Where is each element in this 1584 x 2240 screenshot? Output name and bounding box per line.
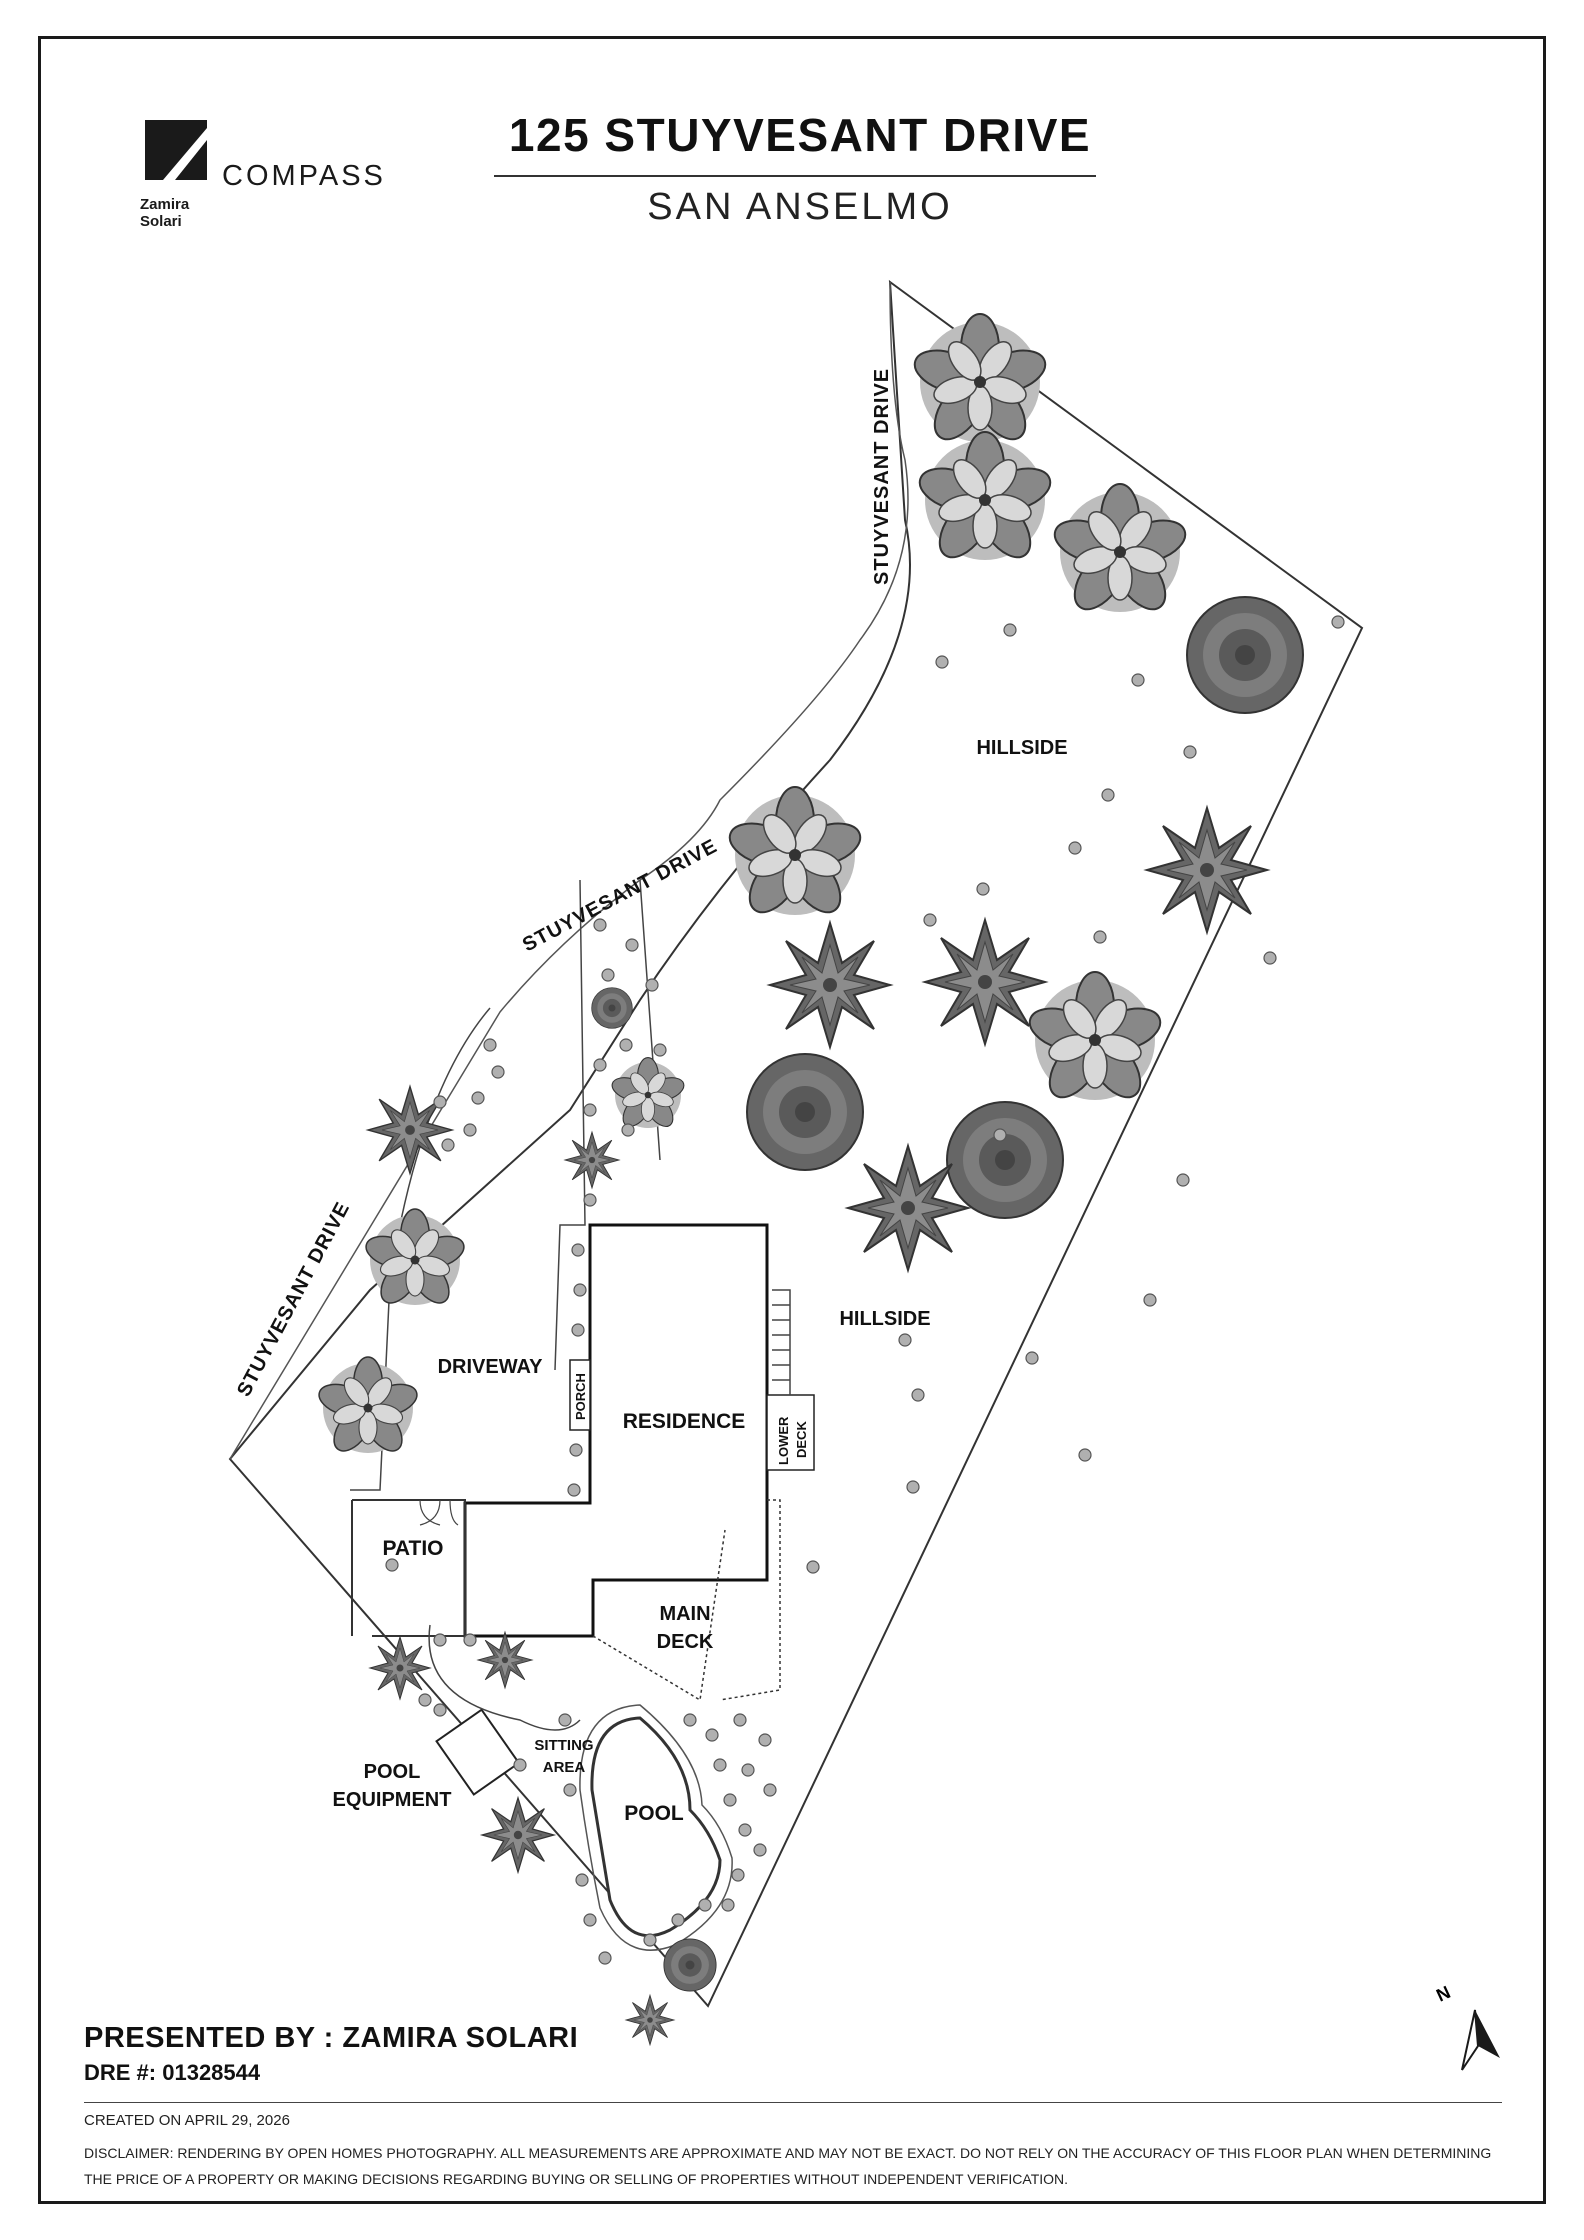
pool-coping <box>579 1704 733 1951</box>
brand-name: COMPASS <box>222 160 386 192</box>
north-label: N <box>1433 1982 1453 2006</box>
created-date: CREATED ON APRIL 29, 2026 <box>84 2112 290 2129</box>
north-arrow: N <box>1433 1982 1500 2071</box>
patio-outline <box>351 1499 466 1637</box>
label-lower-deck-2: DECK <box>794 1421 809 1458</box>
label-street-top: STUYVESANT DRIVE <box>871 368 893 585</box>
disclaimer: DISCLAIMER: RENDERING BY OPEN HOMES PHOT… <box>84 2145 1492 2187</box>
trees <box>314 313 1304 2046</box>
pool-outline <box>590 1716 722 1938</box>
agent-last-name: Solari <box>140 213 182 230</box>
agent-name: Zamira Solari <box>140 196 189 230</box>
sitting-area-path <box>428 1624 581 1731</box>
pool-equipment-outline <box>435 1708 521 1796</box>
lower-deck-outline <box>766 1394 815 1471</box>
label-sitting-2: AREA <box>543 1759 586 1776</box>
property-address: 125 STUYVESANT DRIVE <box>508 109 1092 161</box>
page-frame <box>38 36 1546 2204</box>
label-street-left: STUYVESANT DRIVE <box>233 1198 354 1400</box>
label-pool-equipment-1: POOL <box>364 1761 421 1783</box>
label-pool-equipment-2: EQUIPMENT <box>333 1789 452 1811</box>
label-lower-deck-1: LOWER <box>776 1416 791 1465</box>
label-hillside-lower: HILLSIDE <box>839 1308 930 1330</box>
patio-doors <box>419 1499 459 1526</box>
label-main-deck-1: MAIN <box>659 1603 710 1625</box>
label-driveway: DRIVEWAY <box>438 1356 544 1378</box>
porch-outline <box>569 1359 591 1431</box>
label-porch: PORCH <box>573 1373 588 1420</box>
presented-by: PRESENTED BY : ZAMIRA SOLARI <box>84 2022 579 2054</box>
agent-first-name: Zamira <box>140 196 190 213</box>
property-city: SAN ANSELMO <box>647 186 953 228</box>
label-hillside-upper: HILLSIDE <box>976 737 1067 759</box>
label-patio: PATIO <box>382 1537 443 1560</box>
title-divider <box>494 175 1096 177</box>
dre-number: DRE #: 01328544 <box>84 2060 261 2085</box>
label-street-mid: STUYVESANT DRIVE <box>519 835 721 956</box>
shrubs <box>385 615 1345 1965</box>
footer-divider <box>84 2102 1502 2103</box>
label-main-deck-2: DECK <box>657 1631 714 1653</box>
label-residence: RESIDENCE <box>623 1410 746 1433</box>
label-pool: POOL <box>624 1802 684 1825</box>
main-deck-outline <box>592 1499 781 1702</box>
compass-logo-mark <box>145 120 207 180</box>
label-sitting-1: SITTING <box>534 1737 593 1754</box>
stairs <box>772 1289 791 1395</box>
